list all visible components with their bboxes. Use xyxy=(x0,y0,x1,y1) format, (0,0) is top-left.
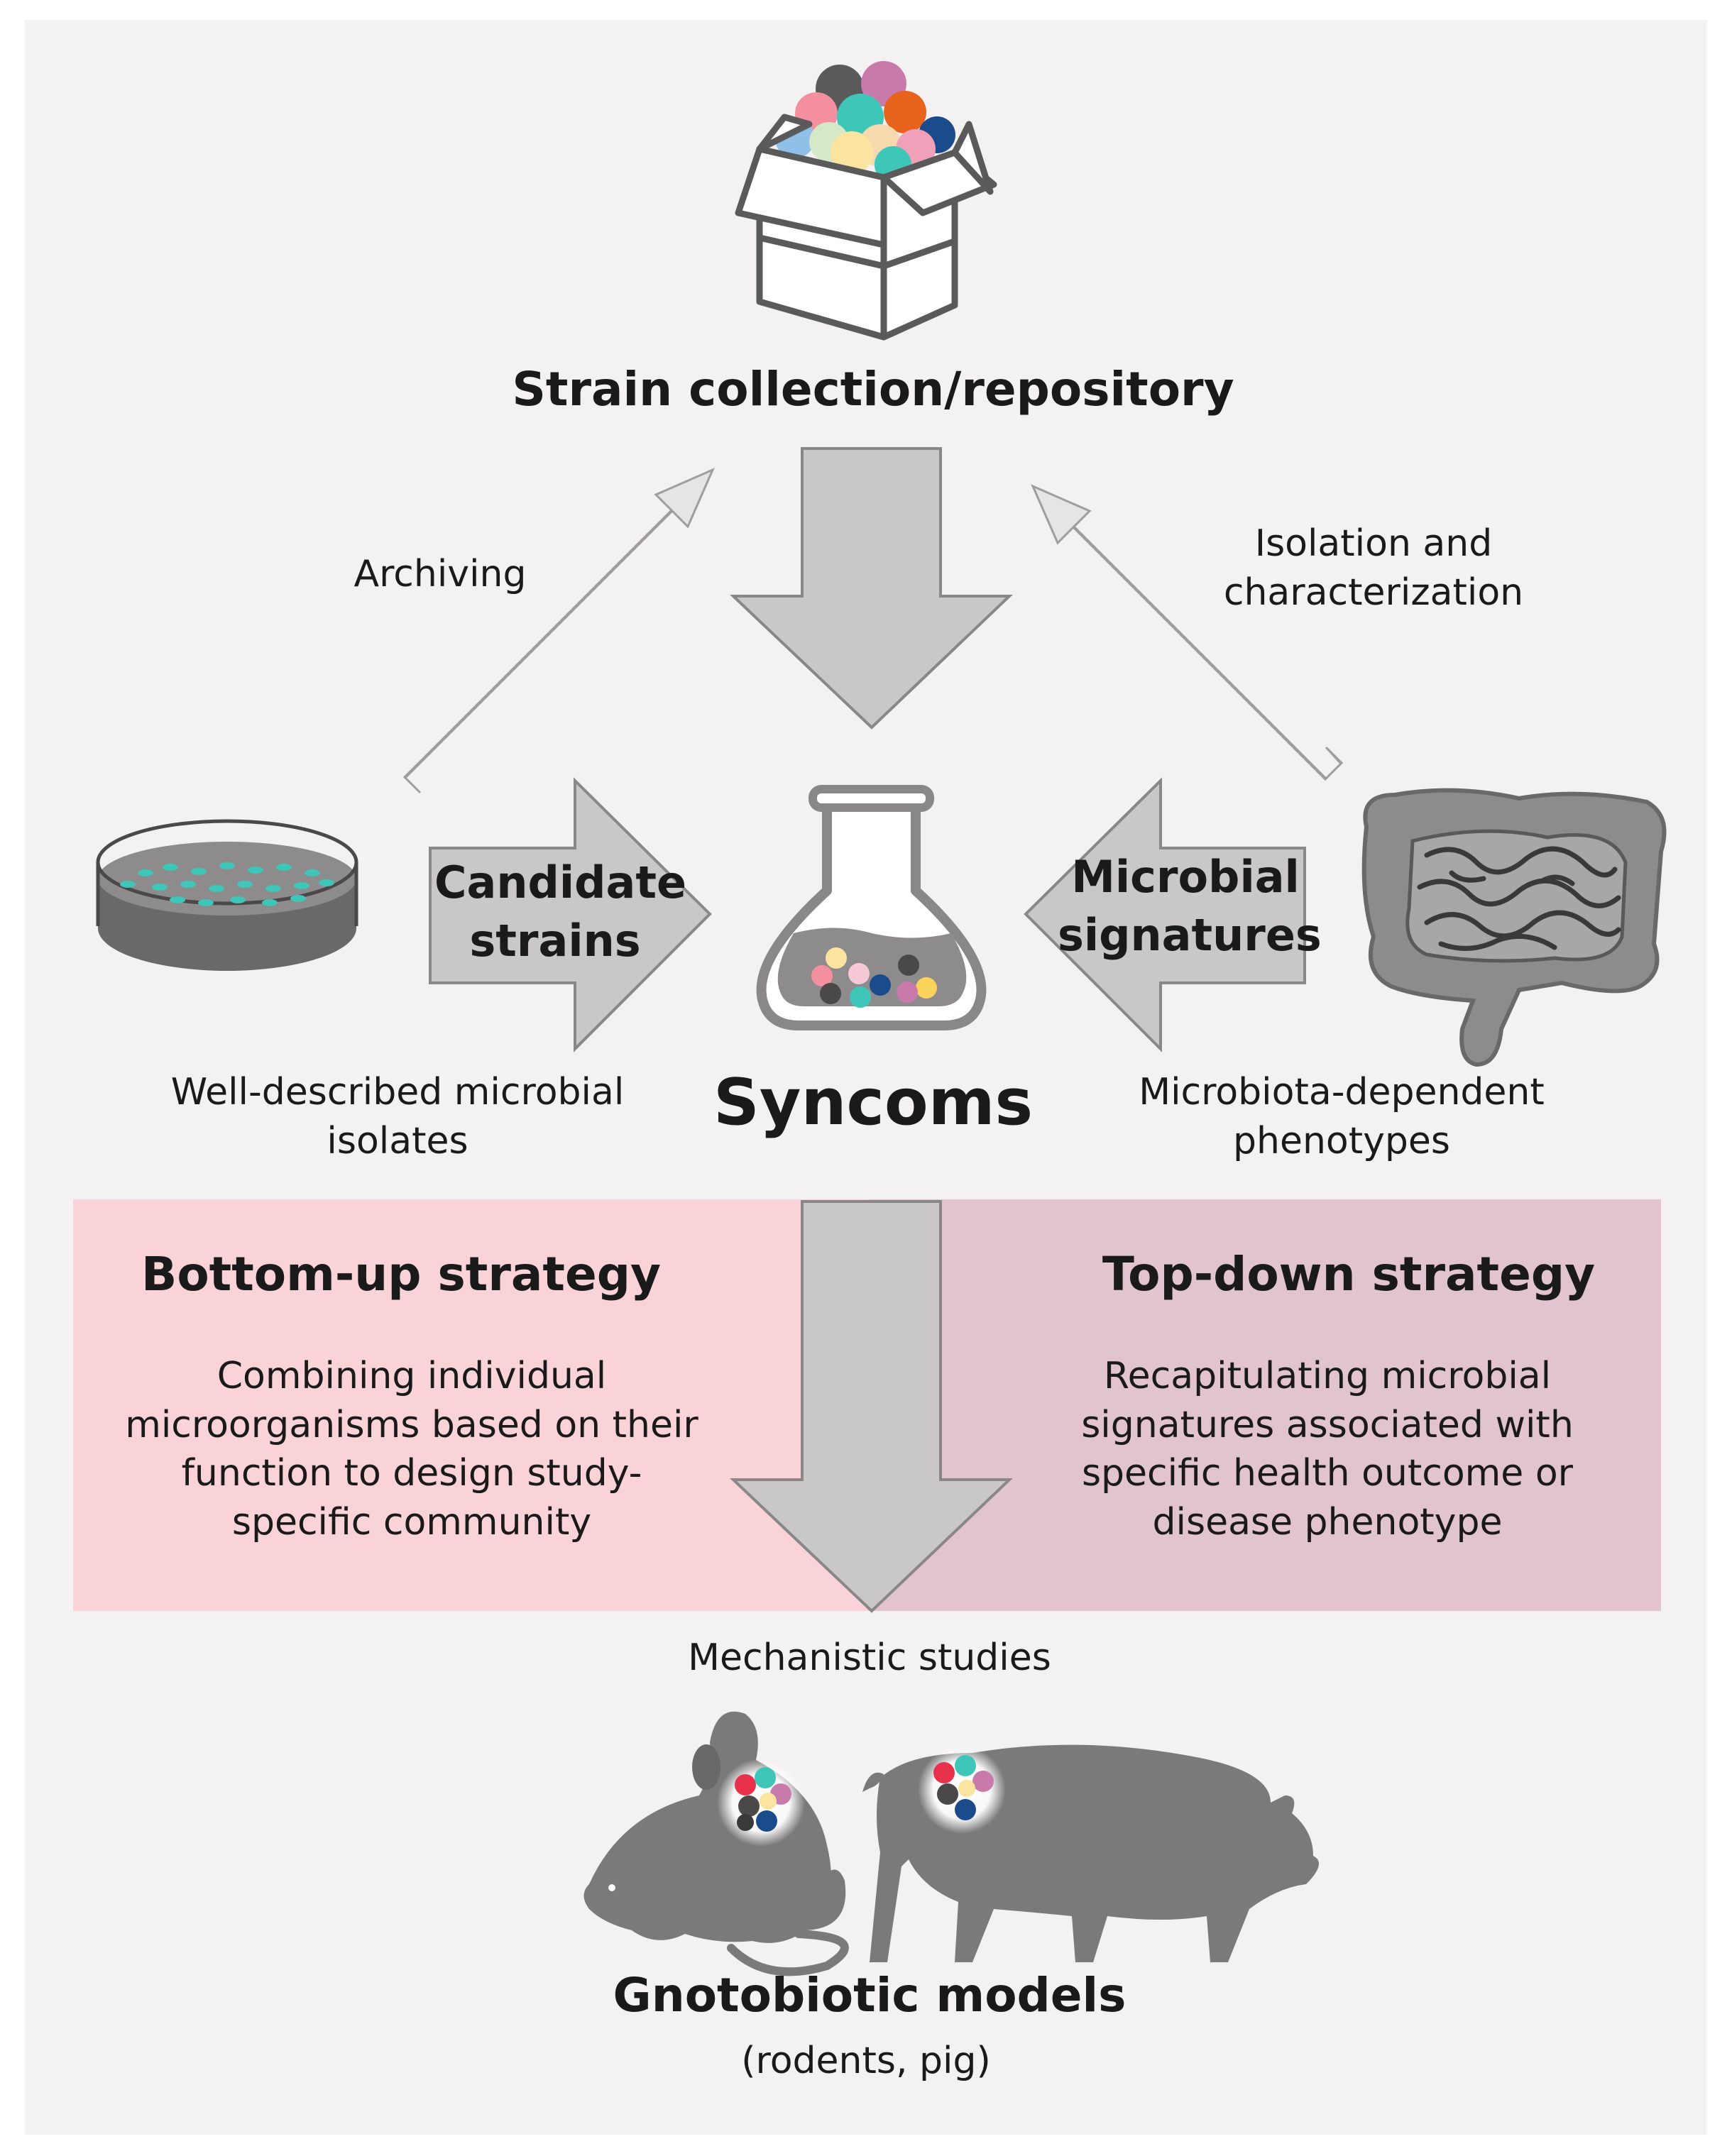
top-down-panel xyxy=(868,1199,1661,1611)
mechanistic-label: Mechanistic studies xyxy=(688,1637,1051,1679)
microbial-signatures-label: Microbial signatures xyxy=(1058,851,1322,961)
intestine-icon xyxy=(1361,788,1667,1067)
candidate-strains-arrow xyxy=(429,777,712,1052)
top-down-title: Top-down strategy xyxy=(1102,1247,1596,1302)
strain-box-icon xyxy=(735,61,997,341)
microbial-signatures-arrow xyxy=(1024,777,1306,1052)
gnotobiotic-sub-label: (rodents, pig) xyxy=(741,2040,991,2082)
strain-collection-label: Strain collection/repository xyxy=(512,362,1234,417)
bottom-up-description: Combining individual microorganisms base… xyxy=(125,1355,698,1544)
flask-icon xyxy=(756,785,987,1030)
archiving-label: Archiving xyxy=(353,553,527,595)
pig-community-icon xyxy=(918,1746,1006,1834)
bottom-up-panel xyxy=(73,1199,868,1611)
candidate-strains-label: Candidate strains xyxy=(434,857,687,967)
down-arrow-repository xyxy=(729,447,1013,730)
bottom-up-title: Bottom-up strategy xyxy=(141,1247,661,1302)
archiving-arrow xyxy=(402,468,715,794)
syncoms-label: Syncoms xyxy=(713,1065,1034,1140)
top-down-description: Recapitulating microbial signatures asso… xyxy=(1081,1355,1574,1544)
well-described-label: Well-described microbial isolates xyxy=(170,1071,625,1162)
isolation-arrow xyxy=(1031,484,1344,781)
petri-dish-icon xyxy=(96,819,358,971)
microbiota-dependent-label: Microbiota-dependent phenotypes xyxy=(1139,1071,1545,1162)
mouse-community-icon xyxy=(717,1759,805,1847)
background-panel xyxy=(25,20,1707,2135)
down-arrow-strategies xyxy=(729,1200,1013,1613)
gnotobiotic-label: Gnotobiotic models xyxy=(613,1968,1127,2023)
isolation-label: Isolation and characterization xyxy=(1223,522,1524,614)
